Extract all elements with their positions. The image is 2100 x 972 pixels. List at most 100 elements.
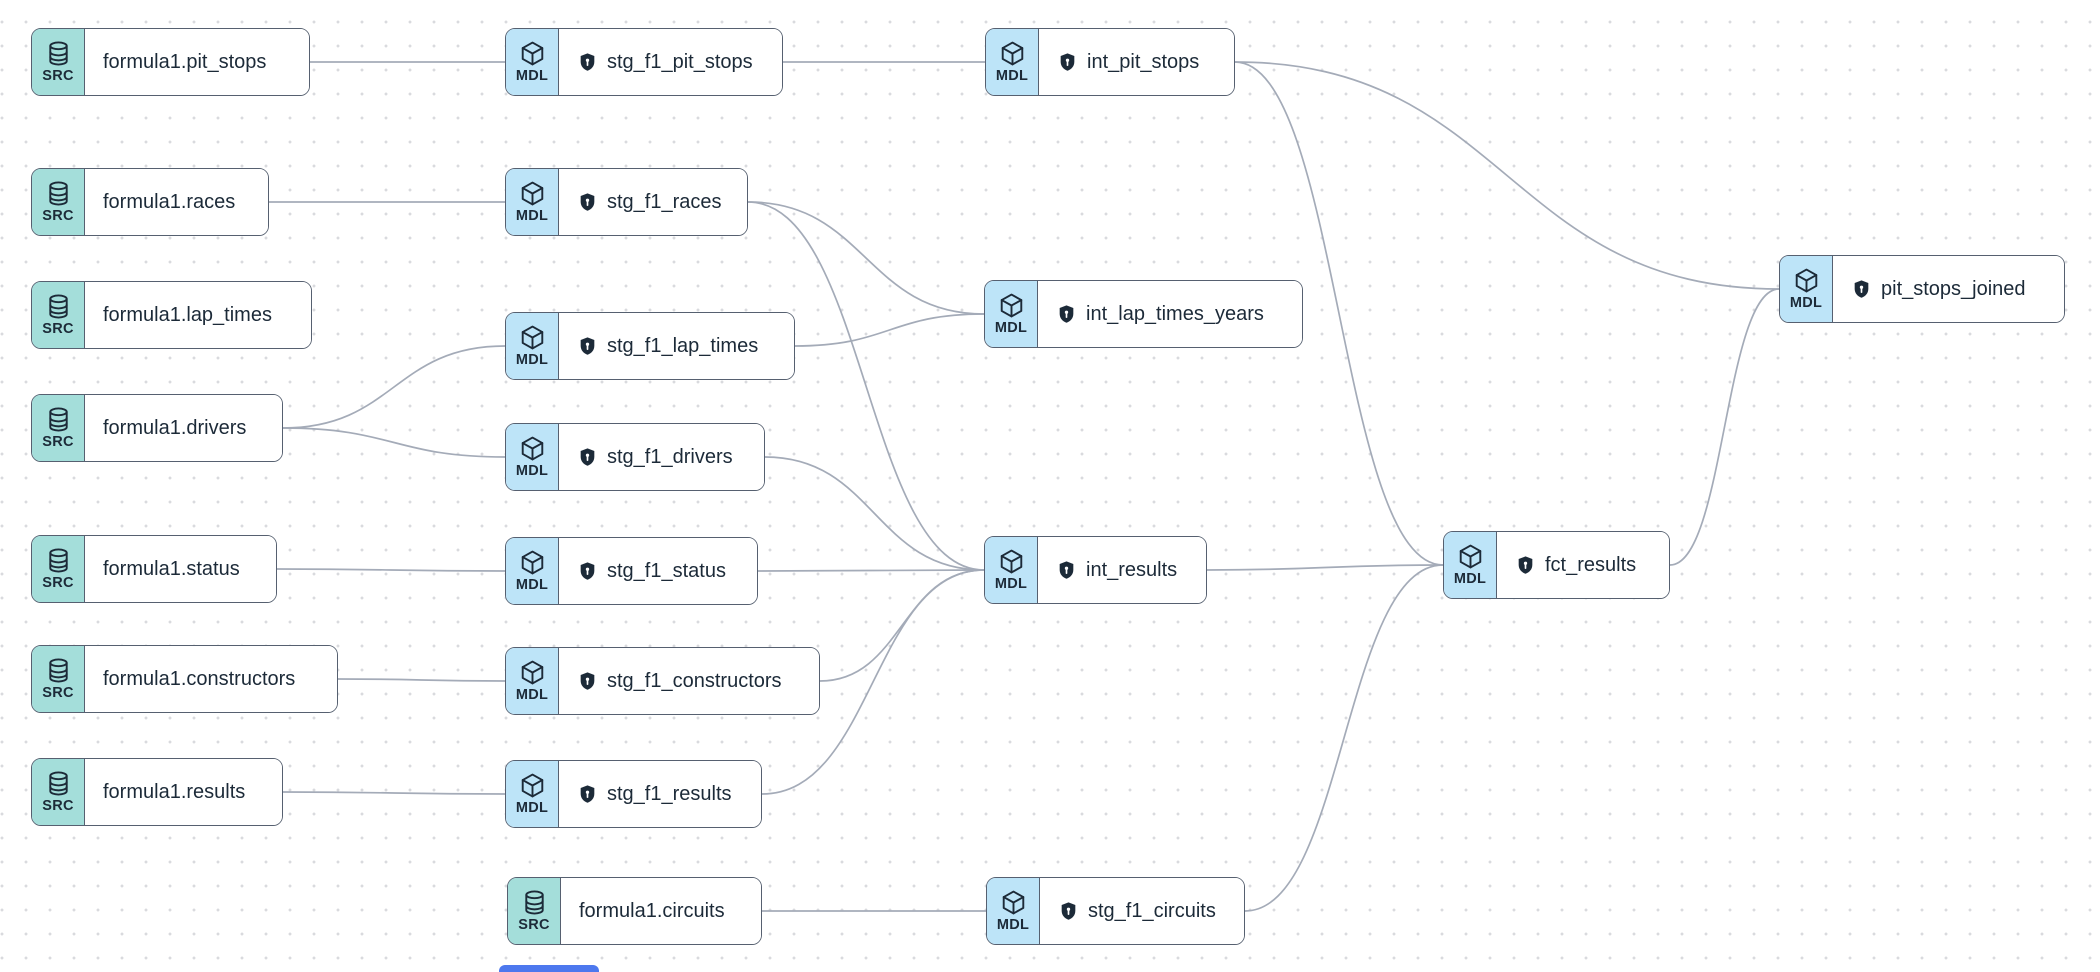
- node-badge-label: SRC: [42, 320, 74, 337]
- node-formula1.races[interactable]: SRC formula1.races: [31, 168, 269, 236]
- node-formula1.pit_stops[interactable]: SRC formula1.pit_stops: [31, 28, 310, 96]
- node-stg_f1_drivers[interactable]: MDL stg_f1_drivers: [505, 423, 765, 491]
- node-label: formula1.constructors: [103, 667, 296, 690]
- node-label: stg_f1_constructors: [607, 669, 782, 692]
- database-icon: [45, 40, 72, 67]
- node-formula1.status[interactable]: SRC formula1.status: [31, 535, 277, 603]
- node-label: stg_f1_drivers: [607, 445, 733, 468]
- node-formula1.results[interactable]: SRC formula1.results: [31, 758, 283, 826]
- node-body: formula1.pit_stops: [85, 29, 309, 95]
- node-label: int_pit_stops: [1087, 50, 1200, 73]
- node-badge-label: SRC: [42, 207, 74, 224]
- node-stg_f1_constructors[interactable]: MDL stg_f1_constructors: [505, 647, 820, 715]
- node-int_pit_stops[interactable]: MDL int_pit_stops: [985, 28, 1235, 96]
- node-label: fct_results: [1545, 553, 1637, 576]
- node-type-badge: MDL: [985, 537, 1038, 603]
- node-label: formula1.status: [103, 557, 240, 580]
- node-int_lap_times_years[interactable]: MDL int_lap_times_years: [984, 280, 1303, 348]
- node-badge-label: MDL: [995, 67, 1029, 84]
- node-badge-label: SRC: [42, 684, 74, 701]
- node-type-badge: MDL: [506, 648, 559, 714]
- node-pit_stops_joined[interactable]: MDL pit_stops_joined: [1779, 255, 2065, 323]
- edge-stg_f1_status-to-int_results: [757, 569, 985, 572]
- node-label: formula1.results: [103, 780, 246, 803]
- shield-lock-icon: [1515, 554, 1536, 577]
- cube-icon: [519, 549, 546, 576]
- edge-stg_f1_circuits-to-fct_results: [1244, 564, 1444, 912]
- database-icon: [45, 547, 72, 574]
- database-icon: [45, 293, 72, 320]
- node-formula1.lap_times[interactable]: SRC formula1.lap_times: [31, 281, 312, 349]
- cube-icon: [519, 772, 546, 799]
- shield-lock-icon: [577, 670, 598, 693]
- node-body: stg_f1_results: [559, 761, 761, 827]
- node-body: int_results: [1038, 537, 1206, 603]
- edge-fct_results-to-pit_stops_joined: [1669, 288, 1780, 566]
- node-stg_f1_status[interactable]: MDL stg_f1_status: [505, 537, 758, 605]
- node-body: formula1.status: [85, 536, 276, 602]
- node-body: int_lap_times_years: [1038, 281, 1302, 347]
- node-int_results[interactable]: MDL int_results: [984, 536, 1207, 604]
- node-fct_results[interactable]: MDL fct_results: [1443, 531, 1670, 599]
- shield-lock-icon: [577, 191, 598, 214]
- edge-stg_f1_constructors-to-int_results: [819, 569, 985, 682]
- node-stg_f1_races[interactable]: MDL stg_f1_races: [505, 168, 748, 236]
- shield-lock-icon: [1056, 303, 1077, 326]
- node-body: formula1.drivers: [85, 395, 282, 461]
- node-body: pit_stops_joined: [1833, 256, 2064, 322]
- node-type-badge: SRC: [32, 395, 85, 461]
- cube-icon: [519, 180, 546, 207]
- node-stg_f1_results[interactable]: MDL stg_f1_results: [505, 760, 762, 828]
- partially-visible-node-bottom[interactable]: [499, 965, 599, 972]
- node-body: formula1.constructors: [85, 646, 337, 712]
- node-badge-label: MDL: [515, 351, 549, 368]
- node-label: formula1.lap_times: [103, 303, 272, 326]
- node-badge-label: MDL: [515, 686, 549, 703]
- node-formula1.drivers[interactable]: SRC formula1.drivers: [31, 394, 283, 462]
- edge-int_results-to-fct_results: [1206, 564, 1444, 571]
- node-type-badge: MDL: [506, 29, 559, 95]
- shield-lock-icon: [1056, 559, 1077, 582]
- edge-formula1.drivers-to-stg_f1_lap_times: [282, 345, 506, 429]
- edge-stg_f1_lap_times-to-int_lap_times_years: [794, 313, 985, 347]
- edge-stg_f1_drivers-to-int_results: [764, 456, 985, 571]
- cube-icon: [1793, 267, 1820, 294]
- shield-lock-icon: [577, 560, 598, 583]
- edge-formula1.results-to-stg_f1_results: [282, 791, 506, 795]
- node-label: formula1.pit_stops: [103, 50, 267, 73]
- edge-stg_f1_races-to-int_results: [747, 201, 985, 571]
- node-type-badge: SRC: [32, 759, 85, 825]
- shield-lock-icon: [577, 335, 598, 358]
- node-label: stg_f1_pit_stops: [607, 50, 753, 73]
- node-badge-label: SRC: [42, 797, 74, 814]
- node-label: int_lap_times_years: [1086, 302, 1264, 325]
- cube-icon: [998, 292, 1025, 319]
- edge-formula1.constructors-to-stg_f1_constructors: [337, 678, 506, 682]
- node-formula1.circuits[interactable]: SRC formula1.circuits: [507, 877, 762, 945]
- cube-icon: [1000, 889, 1027, 916]
- shield-lock-icon: [1851, 278, 1872, 301]
- node-body: stg_f1_constructors: [559, 648, 819, 714]
- node-badge-label: MDL: [1789, 294, 1823, 311]
- shield-lock-icon: [577, 51, 598, 74]
- node-body: stg_f1_drivers: [559, 424, 764, 490]
- node-badge-label: SRC: [42, 433, 74, 450]
- cube-icon: [519, 324, 546, 351]
- node-type-badge: SRC: [32, 29, 85, 95]
- node-stg_f1_lap_times[interactable]: MDL stg_f1_lap_times: [505, 312, 795, 380]
- node-stg_f1_pit_stops[interactable]: MDL stg_f1_pit_stops: [505, 28, 783, 96]
- node-type-badge: SRC: [32, 646, 85, 712]
- node-label: formula1.races: [103, 190, 236, 213]
- node-label: pit_stops_joined: [1881, 277, 2026, 300]
- node-label: stg_f1_lap_times: [607, 334, 759, 357]
- node-stg_f1_circuits[interactable]: MDL stg_f1_circuits: [986, 877, 1245, 945]
- node-type-badge: MDL: [506, 169, 559, 235]
- node-type-badge: MDL: [1780, 256, 1833, 322]
- shield-lock-icon: [1057, 51, 1078, 74]
- database-icon: [45, 770, 72, 797]
- node-label: stg_f1_results: [607, 782, 732, 805]
- node-label: stg_f1_circuits: [1088, 899, 1216, 922]
- node-formula1.constructors[interactable]: SRC formula1.constructors: [31, 645, 338, 713]
- edge-stg_f1_results-to-int_results: [761, 569, 985, 795]
